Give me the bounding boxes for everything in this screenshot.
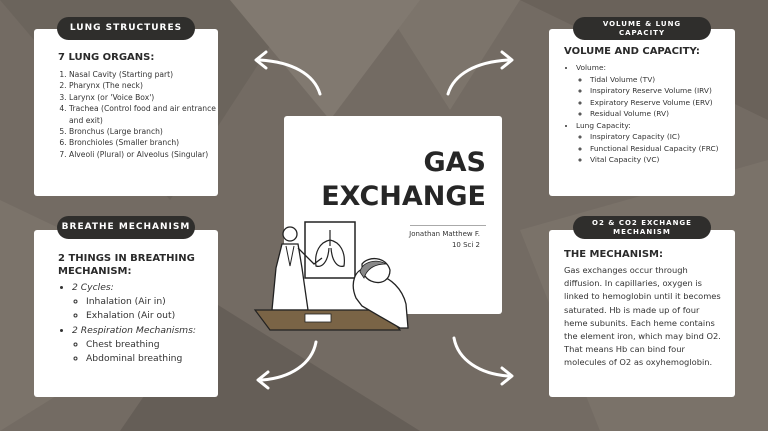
- list-item: Exhalation (Air out): [86, 309, 222, 323]
- arrow-up-right-icon: [446, 50, 514, 96]
- list-item: Trachea (Control food and air entrance a…: [69, 103, 219, 126]
- list-item: Residual Volume (RV): [590, 108, 744, 120]
- respiration-item: 2 Respiration Mechanisms: Chest breathin…: [72, 324, 222, 367]
- list-item: Larynx (or 'Voice Box'): [69, 92, 219, 103]
- title-line2: EXCHANGE: [321, 181, 486, 212]
- breathing-heading: 2 THINGS IN BREATHING MECHANISM:: [58, 253, 195, 277]
- exchange-mechanism-pill: O2 & CO2 EXCHANGE MECHANISM: [573, 216, 711, 239]
- breathe-mechanism-card: 2 THINGS IN BREATHING MECHANISM: 2 Cycle…: [34, 230, 218, 397]
- volume-pill-line2: CAPACITY: [618, 28, 666, 37]
- arrow-down-left-icon: [256, 340, 318, 390]
- list-item: Functional Residual Capacity (FRC): [590, 143, 744, 155]
- list-item: Inhalation (Air in): [86, 295, 222, 309]
- arrow-down-right-icon: [452, 336, 514, 386]
- title: GAS EXCHANGE: [321, 146, 486, 214]
- respiration-label: 2 Respiration Mechanisms:: [72, 324, 196, 336]
- arrow-up-left-icon: [254, 50, 322, 96]
- author-name: Jonathan Matthew F.: [409, 230, 480, 238]
- title-card: GAS EXCHANGE Jonathan Matthew F. 10 Sci …: [284, 116, 502, 314]
- list-item: Nasal Cavity (Starting part): [69, 69, 219, 80]
- lung-structures-pill: LUNG STRUCTURES: [57, 17, 195, 40]
- title-divider: [410, 225, 486, 226]
- list-item: Chest breathing: [86, 338, 222, 352]
- volume-pill-line1: VOLUME & LUNG: [602, 20, 682, 29]
- author: Jonathan Matthew F. 10 Sci 2: [409, 229, 480, 251]
- volume-heading: VOLUME AND CAPACITY:: [564, 46, 700, 57]
- mechanism-pill-line1: O2 & CO2 EXCHANGE: [592, 219, 692, 228]
- breathing-list: 2 Cycles: Inhalation (Air in) Exhalation…: [58, 281, 222, 366]
- doctor-patient-illustration: [253, 221, 409, 331]
- volume-label: Volume:: [576, 63, 606, 72]
- volume-list: Volume: Tidal Volume (TV) Inspiratory Re…: [564, 62, 744, 166]
- list-item: Vital Capacity (VC): [590, 154, 744, 166]
- list-item: Bronchus (Large branch): [69, 126, 219, 137]
- capacity-label: Lung Capacity:: [576, 120, 631, 130]
- lung-structures-card: 7 LUNG ORGANS: Nasal Cavity (Starting pa…: [34, 29, 218, 196]
- title-line1: GAS: [423, 147, 486, 178]
- lung-organs-heading: 7 LUNG ORGANS:: [58, 52, 155, 63]
- lung-organs-list: Nasal Cavity (Starting part) Pharynx (Th…: [57, 69, 219, 160]
- cycles-item: 2 Cycles: Inhalation (Air in) Exhalation…: [72, 281, 222, 324]
- cycles-label: 2 Cycles:: [72, 282, 114, 293]
- capacity-item: Lung Capacity: Inspiratory Capacity (IC)…: [576, 120, 744, 166]
- list-item: Expiratory Reserve Volume (ERV): [590, 97, 744, 109]
- mechanism-heading: THE MECHANISM:: [564, 249, 663, 260]
- mechanism-pill-line2: MECHANISM: [613, 227, 671, 236]
- volume-item: Volume: Tidal Volume (TV) Inspiratory Re…: [576, 62, 744, 120]
- author-class: 10 Sci 2: [451, 241, 480, 249]
- list-item: Bronchioles (Smaller branch): [69, 137, 219, 148]
- list-item: Inspiratory Reserve Volume (IRV): [590, 85, 744, 97]
- volume-capacity-pill: VOLUME & LUNG CAPACITY: [573, 17, 711, 40]
- mechanism-body: Gas exchanges occur through diffusion. I…: [564, 265, 721, 368]
- breathe-mechanism-pill: BREATHE MECHANISM: [57, 216, 195, 239]
- list-item: Inspiratory Capacity (IC): [590, 131, 744, 143]
- list-item: Alveoli (Plural) or Alveolus (Singular): [69, 149, 219, 160]
- exchange-mechanism-card: THE MECHANISM: Gas exchanges occur throu…: [549, 230, 735, 397]
- list-item: Pharynx (The neck): [69, 80, 219, 91]
- volume-capacity-card: VOLUME AND CAPACITY: Volume: Tidal Volum…: [549, 29, 735, 196]
- list-item: Abdominal breathing: [86, 352, 222, 366]
- list-item: Tidal Volume (TV): [590, 74, 744, 86]
